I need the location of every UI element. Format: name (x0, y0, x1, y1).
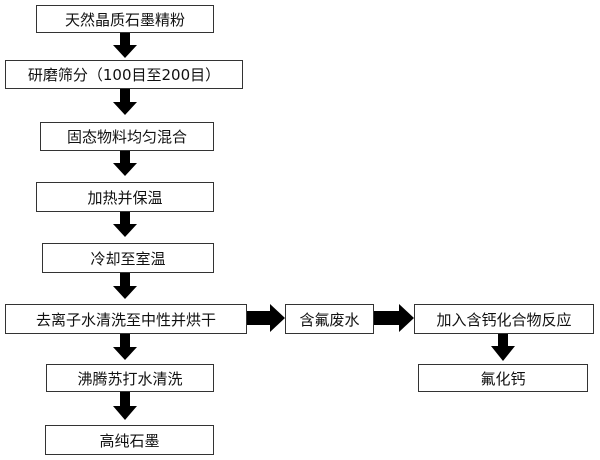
step-solid-mixing: 固态物料均匀混合 (40, 122, 214, 151)
arrow-down-7 (113, 392, 137, 420)
arrow-down-2 (113, 89, 137, 115)
arrow-right-2 (374, 304, 414, 332)
step-cooling: 冷却至室温 (42, 243, 214, 273)
step-graphite-powder: 天然晶质石墨精粉 (36, 5, 214, 33)
arrow-down-branch (491, 334, 515, 361)
step-heating-holding: 加热并保温 (36, 182, 214, 212)
step-soda-washing: 沸腾苏打水清洗 (46, 364, 214, 392)
arrow-down-6 (113, 334, 137, 360)
branch-calcium-reaction: 加入含钙化合物反应 (414, 304, 594, 334)
step-deionized-washing: 去离子水清洗至中性并烘干 (5, 304, 247, 334)
arrow-down-5 (113, 273, 137, 299)
step-high-purity-graphite: 高纯石墨 (45, 425, 214, 455)
arrow-down-3 (113, 151, 137, 176)
branch-wastewater: 含氟废水 (285, 304, 374, 334)
arrow-right-1 (247, 304, 285, 332)
arrow-down-4 (113, 212, 137, 237)
step-grinding-sieving: 研磨筛分（100目至200目） (5, 60, 243, 89)
arrow-down-1 (113, 33, 137, 58)
branch-calcium-fluoride: 氟化钙 (418, 364, 588, 392)
